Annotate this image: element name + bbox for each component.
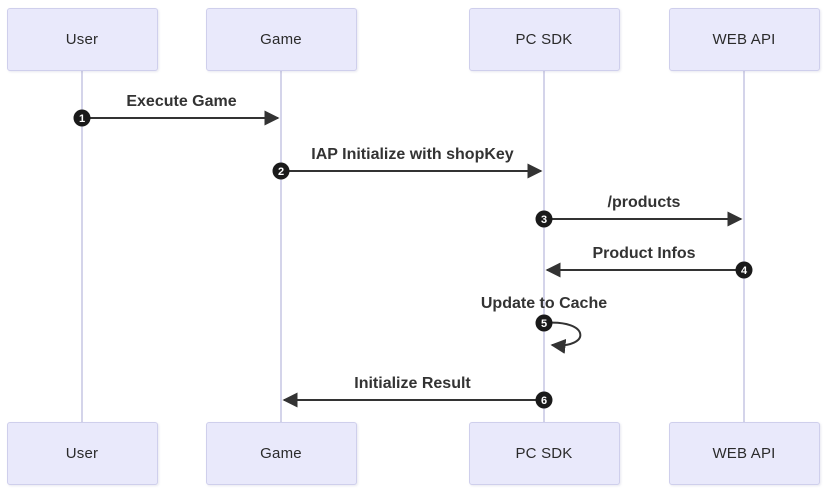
actor-label-user-bottom: User	[65, 445, 99, 462]
actor-box-webapi-bottom: WEB API	[668, 422, 820, 485]
message-1: Execute Game 1	[73, 93, 280, 127]
actor-label-webapi-top: WEB API	[712, 31, 776, 48]
message-6: Initialize Result 6	[282, 375, 553, 409]
actor-label-game-bottom: Game	[260, 445, 302, 462]
actor-label-pcsdk-bottom: PC SDK	[515, 445, 573, 462]
message-3-label: /products	[608, 194, 681, 211]
actor-box-user-top: User	[6, 8, 158, 71]
message-2-label: IAP Initialize with shopKey	[311, 146, 514, 163]
message-6-number: 6	[541, 395, 547, 407]
message-5-number: 5	[541, 318, 547, 330]
message-1-number: 1	[79, 113, 85, 125]
actor-box-game-bottom: Game	[205, 422, 357, 485]
message-4-label: Product Infos	[592, 245, 695, 262]
actor-label-game-top: Game	[260, 31, 302, 48]
message-2-number-badge	[272, 162, 290, 180]
actor-box-game-top: Game	[205, 8, 357, 71]
actor-label-user-top: User	[65, 31, 99, 48]
message-4-number: 4	[741, 265, 748, 277]
message-6-label: Initialize Result	[354, 375, 471, 392]
message-4-number-badge	[735, 261, 753, 279]
message-1-number-badge	[73, 109, 91, 127]
message-1-label: Execute Game	[126, 93, 236, 110]
message-4: Product Infos 4	[545, 245, 753, 279]
actor-box-pcsdk-top: PC SDK	[468, 8, 620, 71]
message-3-number: 3	[541, 214, 547, 226]
message-2: IAP Initialize with shopKey 2	[272, 146, 543, 180]
message-6-number-badge	[535, 391, 553, 409]
message-5: Update to Cache 5	[481, 295, 607, 354]
actor-label-webapi-bottom: WEB API	[712, 445, 776, 462]
message-5-self-loop-arrow	[543, 321, 582, 354]
message-5-number-badge	[535, 314, 553, 332]
actor-box-user-bottom: User	[6, 422, 158, 485]
message-3: /products 3	[535, 194, 743, 228]
actor-label-pcsdk-top: PC SDK	[515, 31, 573, 48]
message-2-number: 2	[278, 166, 284, 178]
actor-box-pcsdk-bottom: PC SDK	[468, 422, 620, 485]
message-5-label: Update to Cache	[481, 295, 607, 312]
actor-box-webapi-top: WEB API	[668, 8, 820, 71]
message-3-number-badge	[535, 210, 553, 228]
